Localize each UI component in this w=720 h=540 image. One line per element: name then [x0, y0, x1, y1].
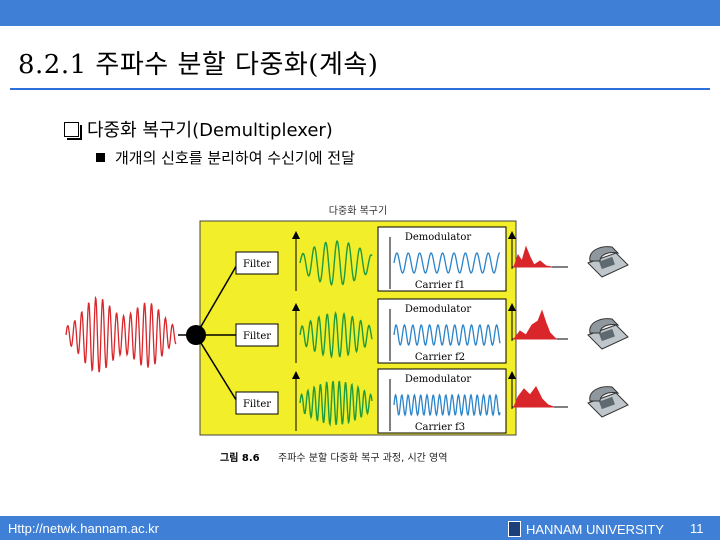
demodulator-2: Demodulator Carrier f2	[377, 298, 507, 364]
filter-label-1: Filter	[243, 259, 271, 270]
demod-label-2: Demodulator	[405, 304, 471, 315]
filtered-wave-2	[292, 303, 373, 363]
telephone-icon-2	[587, 318, 629, 350]
demux-figure: 다중화 복구기 Filter Filter Filter	[60, 195, 660, 475]
carrier-label-3: Carrier f3	[415, 422, 465, 433]
demux-diagram: 다중화 복구기 Filter Filter Filter	[65, 205, 629, 464]
bullet-sub: 개개의 신호를 분리하여 수신기에 전달	[96, 147, 355, 168]
branch-line-3	[195, 334, 239, 404]
carrier-label-1: Carrier f1	[415, 280, 465, 291]
figure-caption-text: 주파수 분할 다중화 복구 과정, 시간 영역	[278, 452, 447, 464]
carrier-label-2: Carrier f2	[415, 352, 465, 363]
square-bullet-icon	[96, 153, 105, 162]
bullet-sub-text: 개개의 신호를 분리하여 수신기에 전달	[115, 149, 355, 167]
recovered-signal-2	[508, 303, 568, 341]
footer-university-text: HANNAM UNIVERSITY	[526, 521, 664, 537]
demodulator-3: Demodulator Carrier f3	[377, 368, 507, 434]
recovered-signal-1	[508, 231, 568, 269]
footer-bar: Http://netwk.hannam.ac.kr HANNAM UNIVERS…	[0, 516, 720, 540]
footer-university: HANNAM UNIVERSITY	[508, 521, 664, 537]
branch-line-1	[195, 262, 239, 336]
filter-label-2: Filter	[243, 331, 271, 342]
recovered-signal-3	[508, 371, 568, 409]
filter-3: Filter	[235, 391, 279, 415]
figure-caption-number: 그림 8.6	[220, 452, 260, 464]
top-bar	[0, 0, 720, 26]
filtered-wave-3	[292, 371, 373, 431]
composite-signal	[65, 295, 177, 373]
filter-label-3: Filter	[243, 399, 271, 410]
footer-url[interactable]: Http://netwk.hannam.ac.kr	[8, 521, 160, 536]
filter-1: Filter	[235, 251, 279, 275]
bullet-main: 다중화 복구기(Demultiplexer)	[64, 116, 333, 142]
page-number: 11	[690, 521, 704, 536]
telephone-icon-1	[587, 246, 629, 278]
checkbox-bullet-icon	[64, 121, 82, 140]
demodulator-1: Demodulator Carrier f1	[377, 226, 507, 292]
demod-label-3: Demodulator	[405, 374, 471, 385]
filtered-wave-1	[292, 231, 373, 291]
figure-header: 다중화 복구기	[329, 205, 387, 217]
bullet-main-text: 다중화 복구기(Demultiplexer)	[87, 120, 333, 141]
filter-2: Filter	[235, 323, 279, 347]
university-logo-icon	[508, 521, 521, 537]
title-rule	[10, 88, 710, 90]
slide-title: 8.2.1 주파수 분할 다중화(계속)	[18, 50, 379, 80]
demod-label-1: Demodulator	[405, 232, 471, 243]
telephone-icon-3	[587, 386, 629, 418]
